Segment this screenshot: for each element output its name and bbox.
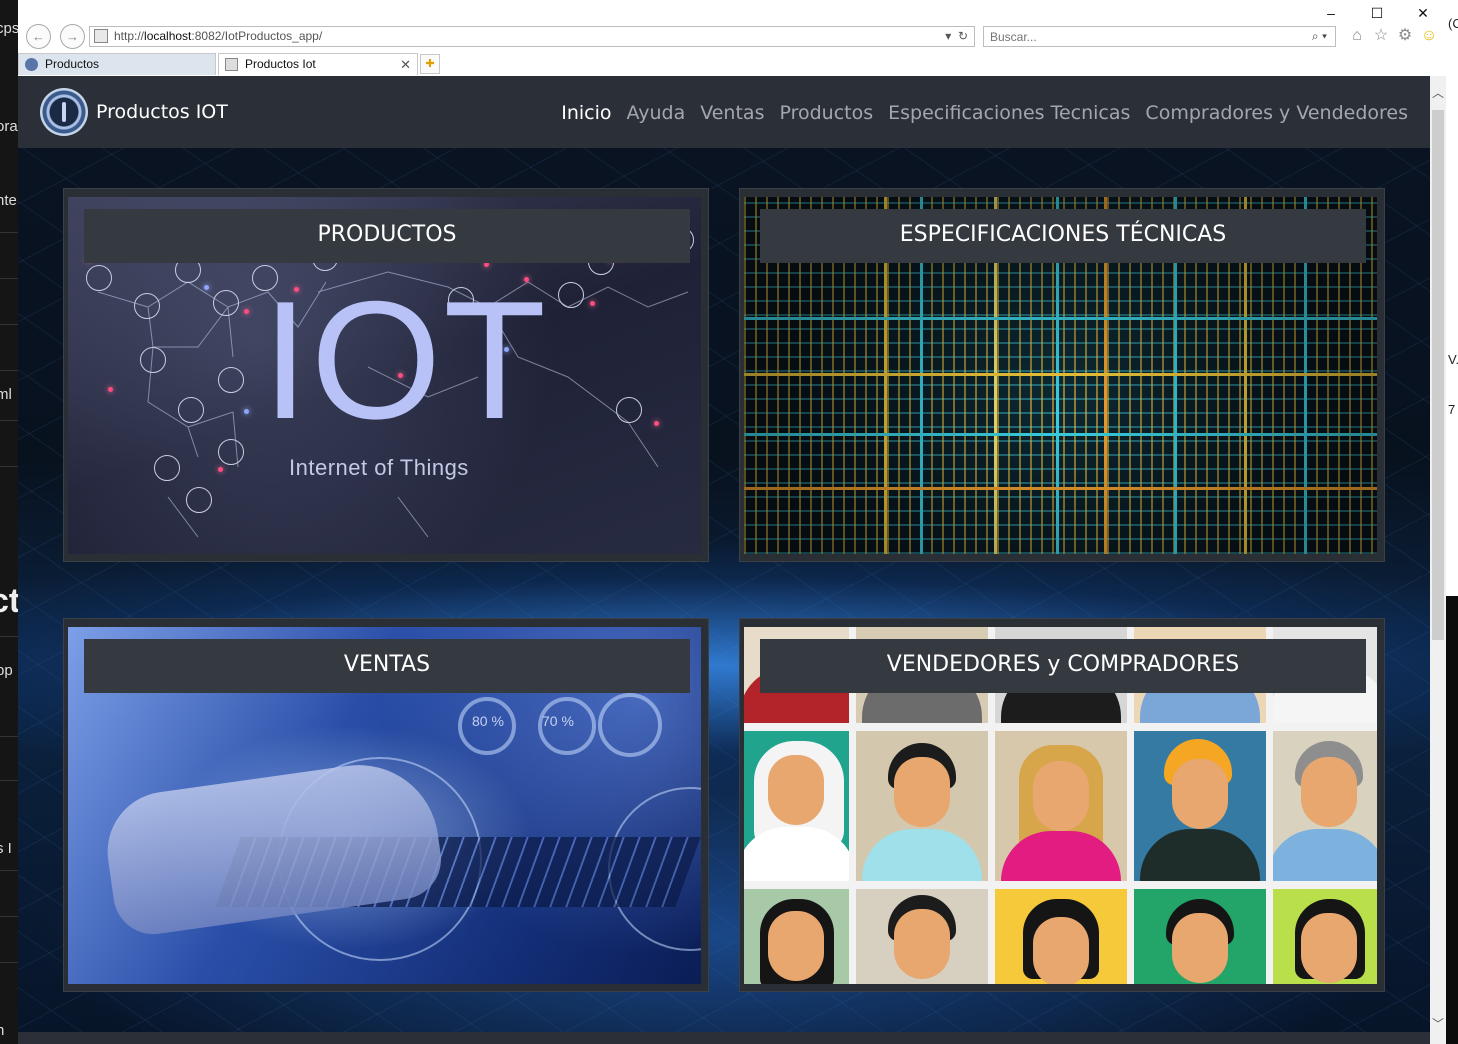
menu-item-inicio[interactable]: Inicio (561, 102, 612, 124)
background-text: ct (0, 582, 18, 620)
tab-favicon-icon (25, 58, 38, 71)
search-input[interactable] (990, 28, 1290, 45)
dropdown-icon[interactable]: ▾ (945, 29, 952, 43)
forward-button[interactable]: → (60, 24, 85, 49)
card-ventas[interactable]: 80 % 70 % VENTAS (63, 618, 709, 992)
window-controls: – ☐ ✕ (1308, 4, 1446, 24)
home-icon[interactable]: ⌂ (1352, 27, 1362, 44)
address-tools: ▾ ↻ (945, 27, 968, 46)
background-text: s I (0, 840, 12, 857)
close-button[interactable]: ✕ (1417, 5, 1429, 21)
search-icon[interactable]: ⌕ ▾ (1311, 29, 1327, 43)
new-tab-icon: ✚ (425, 58, 435, 70)
minimize-button[interactable]: – (1327, 5, 1335, 21)
percent-label: 80 % (472, 713, 504, 729)
background-window-left: cps ora nte ml ct pp s I n (0, 0, 18, 1044)
site-menu: Inicio Ayuda Ventas Productos Especifica… (561, 102, 1408, 124)
background-text: nte (0, 192, 17, 209)
iot-logo-text: IOT (262, 266, 548, 454)
site-brand[interactable]: Productos IOT (40, 88, 228, 136)
browser-window: – ☐ ✕ ← → http://localhost:8082/IotProdu… (18, 0, 1446, 1044)
page-favicon-icon (94, 29, 108, 43)
favorites-star-icon[interactable]: ☆ (1373, 27, 1389, 44)
scroll-down-icon[interactable]: ﹀ (1431, 1017, 1444, 1031)
brand-name: Productos IOT (96, 101, 228, 123)
arrow-right-icon: → (66, 29, 79, 44)
card-title: VENDEDORES y COMPRADORES (760, 639, 1366, 693)
menu-item-productos[interactable]: Productos (779, 102, 874, 124)
percent-label: 70 % (542, 713, 574, 729)
background-text: ml (0, 386, 12, 403)
tab-favicon-icon (225, 58, 238, 71)
refresh-icon[interactable]: ↻ (957, 29, 968, 43)
card-vendedores-compradores[interactable]: VENDEDORES y COMPRADORES (739, 618, 1385, 992)
page-footer-strip (18, 1032, 1430, 1044)
maximize-button[interactable]: ☐ (1370, 5, 1384, 21)
menu-item-ayuda[interactable]: Ayuda (626, 102, 686, 124)
tab-label: Productos Iot (245, 57, 316, 71)
address-url: http://localhost:8082/IotProductos_app/ (114, 29, 323, 43)
tab-bar: Productos Productos Iot ✕ ✚ (18, 52, 1446, 76)
background-text: ora (0, 118, 18, 135)
tab-close-icon[interactable]: ✕ (400, 57, 411, 72)
arrow-left-icon: ← (32, 29, 45, 44)
smiley-icon[interactable]: ☺ (1420, 27, 1438, 44)
back-button[interactable]: ← (26, 24, 51, 49)
new-tab-button[interactable]: ✚ (420, 54, 440, 74)
card-title: ESPECIFICACIONES TÉCNICAS (760, 209, 1366, 263)
address-bar[interactable]: http://localhost:8082/IotProductos_app/ … (89, 26, 975, 47)
scroll-thumb[interactable] (1432, 110, 1444, 640)
menu-item-ventas[interactable]: Ventas (700, 102, 765, 124)
page-viewport: Productos IOT Inicio Ayuda Ventas Produc… (18, 76, 1430, 1044)
menu-item-especificaciones[interactable]: Especificaciones Tecnicas (888, 102, 1131, 124)
card-title: VENTAS (84, 639, 690, 693)
card-title: PRODUCTOS (84, 209, 690, 263)
background-text: n (0, 1022, 5, 1039)
tab-productos[interactable]: Productos (18, 53, 216, 75)
site-navbar: Productos IOT Inicio Ayuda Ventas Produc… (18, 76, 1430, 148)
search-box[interactable]: ⌕ ▾ (983, 26, 1336, 47)
vertical-scrollbar[interactable]: ︿ ﹀ (1430, 76, 1446, 1044)
card-productos[interactable]: IOT Internet of Things PRODUCTOS (63, 188, 709, 562)
card-especificaciones[interactable]: ESPECIFICACIONES TÉCNICAS (739, 188, 1385, 562)
background-text: cps (0, 20, 18, 37)
menu-item-compradores-vendedores[interactable]: Compradores y Vendedores (1145, 102, 1408, 124)
background-text: 7 (1448, 402, 1456, 417)
gear-icon[interactable]: ⚙ (1397, 27, 1413, 44)
background-window-right: (C V. 7 (1446, 0, 1458, 1044)
browser-toolbar-icons: ⌂ ☆ ⚙ ☺ (1348, 26, 1438, 46)
tab-label: Productos (45, 57, 100, 71)
background-text: (C (1448, 16, 1458, 31)
tab-productos-iot[interactable]: Productos Iot ✕ (218, 53, 418, 75)
iot-subtitle: Internet of Things (289, 455, 469, 480)
background-text: V. (1448, 352, 1458, 367)
background-text: pp (0, 662, 13, 679)
scroll-up-icon[interactable]: ︿ (1431, 86, 1444, 100)
brand-logo-icon (40, 88, 88, 136)
